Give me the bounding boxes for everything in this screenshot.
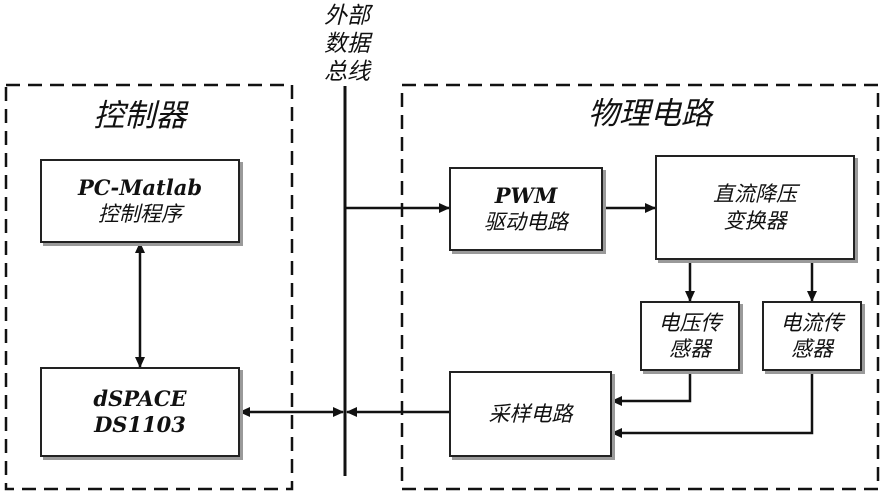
control-program-label: 控制程序 xyxy=(98,202,182,226)
current-sensor-to-sampling-arrow xyxy=(611,371,814,438)
bus-label-line1: 外部 xyxy=(324,3,370,29)
dspace-box: dSPACE DS1103 xyxy=(40,367,240,457)
current-sensor-label-line2: 感器 xyxy=(791,337,833,361)
dspace-label: dSPACE xyxy=(93,385,187,411)
current-sensor-box: 电流传 感器 xyxy=(762,301,862,371)
dc-buck-label: 直流降压 xyxy=(713,182,797,207)
bus-label-line3: 总线 xyxy=(324,59,370,85)
current-sensor-label-line1: 电流传 xyxy=(780,310,844,335)
bus-label-line2: 数据 xyxy=(324,31,370,57)
ds1103-label: DS1103 xyxy=(94,412,186,437)
voltage-sensor-label-line1: 电压传 xyxy=(658,310,722,335)
sampling-circuit-box: 采样电路 xyxy=(449,371,612,457)
bus-label: 外部 数据 总线 xyxy=(312,2,382,86)
controller-group-frame xyxy=(4,83,294,491)
voltage-sensor-to-sampling-arrow xyxy=(611,371,692,406)
sampling-circuit-label: 采样电路 xyxy=(488,401,573,426)
voltage-sensor-box: 电压传 感器 xyxy=(640,301,740,371)
pc-matlab-label: PC-Matlab xyxy=(77,174,203,200)
pc-matlab-box: PC-Matlab 控制程序 xyxy=(40,159,240,243)
physical-circuit-title: 物理电路 xyxy=(588,96,712,132)
pwm-driver-box: PWM 驱动电路 xyxy=(449,167,603,251)
controller-title: 控制器 xyxy=(93,98,187,134)
pwm-label: PWM xyxy=(494,182,558,208)
dc-buck-converter-box: 直流降压 变换器 xyxy=(655,155,855,260)
converter-label: 变换器 xyxy=(723,208,787,233)
driver-circuit-label: 驱动电路 xyxy=(484,210,568,234)
voltage-sensor-label-line2: 感器 xyxy=(669,337,711,361)
